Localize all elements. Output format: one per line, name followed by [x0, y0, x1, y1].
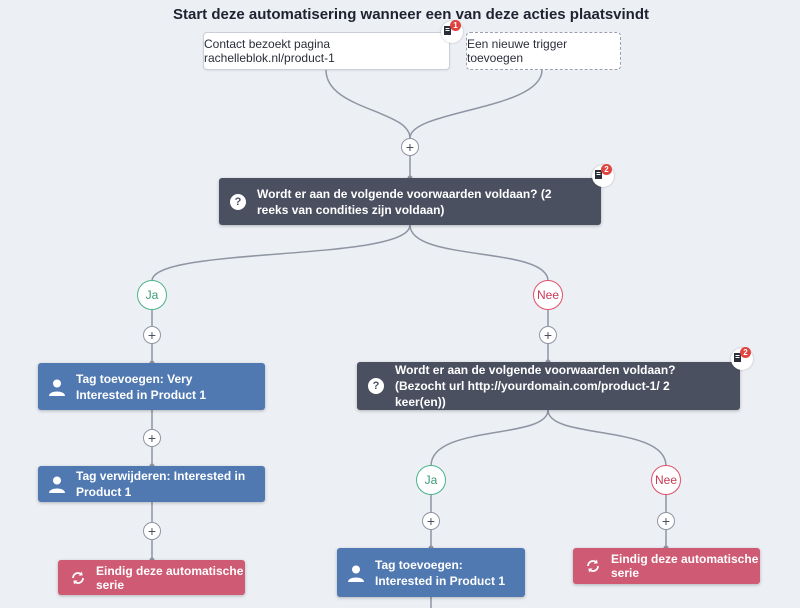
- person-icon: [49, 379, 65, 396]
- notes-count: 2: [601, 164, 612, 175]
- cycle-icon: [587, 559, 599, 573]
- person-icon: [348, 565, 364, 582]
- question-icon: ?: [368, 378, 384, 394]
- person-icon: [49, 476, 65, 493]
- no-branch-label: Nee: [651, 465, 681, 495]
- document-icon: [734, 353, 741, 362]
- trigger-label: Contact bezoekt pagina rachelleblok.nl/p…: [204, 37, 335, 65]
- add-step-button[interactable]: +: [143, 522, 161, 540]
- add-step-button[interactable]: +: [143, 429, 161, 447]
- condition-text: Wordt er aan de volgende voorwaarden vol…: [257, 186, 552, 217]
- action-text: Tag toevoegen: Interested in Product 1: [375, 557, 506, 588]
- condition-text: Wordt er aan de volgende voorwaarden vol…: [395, 363, 676, 409]
- question-icon: ?: [230, 193, 246, 210]
- notes-badge[interactable]: 2: [592, 164, 614, 187]
- yes-branch-label: Ja: [137, 280, 167, 310]
- no-branch-label: Nee: [533, 280, 563, 310]
- add-trigger-label: Een nieuwe trigger toevoegen: [467, 37, 568, 65]
- condition-block[interactable]: ? Wordt er aan de volgende voorwaarden v…: [219, 178, 601, 225]
- notes-count: 2: [740, 347, 751, 358]
- end-text: Eindig deze automatische serie: [96, 563, 244, 592]
- action-remove-tag[interactable]: Tag verwijderen: Interested in Product 1: [38, 466, 265, 502]
- notes-badge[interactable]: 1: [441, 20, 463, 43]
- end-automation-block[interactable]: Eindig deze automatische serie: [58, 560, 245, 595]
- action-add-tag[interactable]: Tag toevoegen: Interested in Product 1: [337, 548, 525, 597]
- action-text: Tag toevoegen: Very Interested in Produc…: [76, 371, 207, 402]
- add-step-button[interactable]: +: [539, 326, 557, 344]
- document-icon: [595, 170, 602, 179]
- action-add-tag[interactable]: Tag toevoegen: Very Interested in Produc…: [38, 363, 265, 410]
- end-automation-block[interactable]: Eindig deze automatische serie: [573, 548, 760, 584]
- end-text: Eindig deze automatische serie: [611, 552, 759, 580]
- trigger-card[interactable]: Contact bezoekt pagina rachelleblok.nl/p…: [203, 32, 450, 70]
- notes-badge[interactable]: 2: [731, 347, 753, 370]
- cycle-icon: [72, 571, 84, 584]
- add-trigger-button[interactable]: Een nieuwe trigger toevoegen: [466, 32, 621, 70]
- add-step-button[interactable]: +: [657, 512, 675, 530]
- add-step-button[interactable]: +: [401, 138, 419, 156]
- condition-block[interactable]: ? Wordt er aan de volgende voorwaarden v…: [357, 362, 740, 410]
- action-text: Tag verwijderen: Interested in Product 1: [76, 469, 246, 499]
- document-icon: [444, 26, 451, 35]
- add-step-button[interactable]: +: [422, 512, 440, 530]
- yes-branch-label: Ja: [416, 465, 446, 495]
- add-step-button[interactable]: +: [143, 326, 161, 344]
- page-title: Start deze automatisering wanneer een va…: [173, 6, 649, 23]
- notes-count: 1: [450, 20, 461, 31]
